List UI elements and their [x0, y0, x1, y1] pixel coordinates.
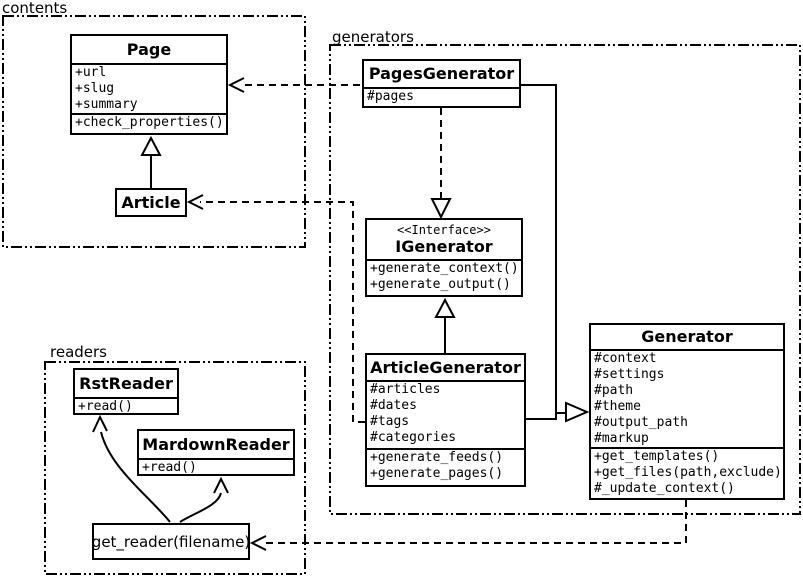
class-page-attributes: +url +slug +summary [72, 65, 226, 115]
attribute: #output_path [594, 415, 688, 430]
class-articlegenerator-attributes: #articles #dates #tags #categories [367, 382, 524, 450]
method: +get_files(path,exclude) [594, 465, 782, 480]
inheritance-article-to-page [140, 135, 162, 188]
method: +generate_context() [370, 261, 519, 276]
dependency-articlegenerator-to-article [186, 194, 365, 423]
method: +read() [142, 460, 197, 475]
attribute: #categories [370, 430, 457, 445]
package-border-contents [2, 15, 306, 248]
class-igenerator-title: <<Interface>> IGenerator [367, 220, 521, 261]
inheritance-generators-to-generator [521, 84, 590, 423]
class-articlegenerator-methods: +generate_feeds() +generate_pages() [367, 450, 524, 482]
dependency-pagesgenerator-to-page [227, 77, 360, 93]
class-page: Page +url +slug +summary +check_properti… [70, 34, 228, 135]
class-articlegenerator-title: ArticleGenerator [367, 355, 524, 382]
method: +read() [78, 399, 133, 414]
method: +get_templates() [594, 449, 720, 464]
attribute: #tags [370, 414, 410, 429]
class-igenerator-methods: +generate_context() +generate_output() [367, 261, 521, 293]
function-get-reader-label: get_reader(filename) [91, 532, 251, 551]
package-label-readers: readers [50, 343, 107, 361]
class-generator: Generator #context #settings #path #them… [589, 323, 785, 500]
method: +generate_output() [370, 277, 511, 292]
attribute: #pages [367, 89, 414, 104]
attribute: +summary [75, 97, 138, 112]
realization-pagesgenerator-to-igenerator [430, 108, 452, 220]
class-pagesgenerator: PagesGenerator #pages [362, 59, 521, 108]
class-mardownreader-title: MardownReader [139, 431, 293, 460]
class-articlegenerator: ArticleGenerator #articles #dates #tags … [365, 353, 526, 487]
attribute: #theme [594, 399, 641, 414]
attribute: #path [594, 383, 634, 398]
class-mardownreader: MardownReader +read() [137, 429, 295, 476]
class-page-title: Page [72, 36, 226, 65]
function-get-reader: get_reader(filename) [92, 523, 250, 560]
class-rstreader-methods: +read() [75, 399, 177, 415]
inheritance-articlegenerator-to-igenerator [434, 297, 456, 353]
attribute: +slug [75, 81, 115, 96]
attribute: #dates [370, 398, 417, 413]
class-generator-title: Generator [591, 325, 783, 351]
attribute: #context [594, 351, 657, 366]
method: +generate_pages() [370, 466, 504, 481]
class-igenerator: <<Interface>> IGenerator +generate_conte… [365, 218, 523, 297]
attribute: #markup [594, 431, 649, 446]
dependency-generator-to-getreader [249, 500, 687, 551]
attribute: +url [75, 65, 107, 80]
class-rstreader-title: RstReader [75, 370, 177, 399]
package-border-readers [44, 361, 306, 575]
attribute: #articles [370, 382, 441, 397]
class-pagesgenerator-attributes: #pages [364, 89, 519, 105]
package-label-generators: generators [332, 28, 414, 46]
class-generator-methods: +get_templates() +get_files(path,exclude… [591, 449, 783, 497]
package-border-generators [329, 44, 801, 515]
method: +generate_feeds() [370, 450, 504, 465]
class-mardownreader-methods: +read() [139, 460, 293, 476]
method: +check_properties() [75, 115, 224, 130]
class-generator-attributes: #context #settings #path #theme #output_… [591, 351, 783, 449]
method: #_update_context() [594, 481, 735, 496]
class-article-title: Article [121, 192, 181, 212]
arrow-getreader-to-mardownreader [179, 476, 229, 523]
class-page-methods: +check_properties() [72, 115, 226, 131]
class-rstreader: RstReader +read() [73, 368, 179, 415]
attribute: #settings [594, 367, 665, 382]
class-igenerator-stereotype: <<Interface>> [397, 223, 491, 237]
class-igenerator-name: IGenerator [395, 237, 493, 256]
class-article: Article [115, 188, 187, 217]
package-label-contents: contents [2, 0, 68, 17]
class-pagesgenerator-title: PagesGenerator [364, 61, 519, 89]
arrow-getreader-to-rstreader [92, 414, 171, 523]
